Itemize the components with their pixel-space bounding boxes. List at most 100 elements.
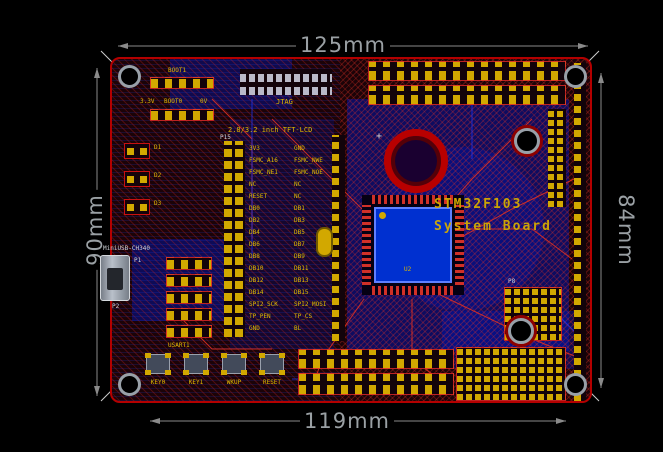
mounting-hole-bottom-left bbox=[118, 373, 141, 396]
wkup-label: WKUP bbox=[226, 379, 242, 386]
pin-label: NC bbox=[294, 193, 302, 200]
pin-label: SPI2_MOSI bbox=[294, 301, 327, 308]
board-title-line2: System Board bbox=[434, 219, 552, 234]
pin-label: TP_PEN bbox=[249, 313, 271, 320]
refdes-d1: D1 bbox=[154, 144, 162, 151]
header-pads-top-right-2 bbox=[368, 85, 566, 105]
jumper-pads-4 bbox=[166, 308, 212, 321]
pin-label: DB10 bbox=[249, 265, 264, 272]
boot-33v-label: 3.3V bbox=[140, 98, 155, 105]
pin-label: DB12 bbox=[249, 277, 264, 284]
lcd-connector-pads bbox=[224, 141, 245, 337]
pin-label: DB7 bbox=[294, 241, 305, 248]
header-pads-bottom-right-grid bbox=[456, 347, 566, 401]
lcd-mounting-hole-top bbox=[514, 128, 540, 154]
header-pads-bottom-band-2 bbox=[298, 373, 454, 395]
led-d1 bbox=[124, 143, 150, 159]
backup-battery-footprint bbox=[384, 129, 448, 193]
header-pads-center-column bbox=[332, 135, 345, 341]
boot-0v-label: 0V bbox=[200, 98, 208, 105]
lcd-connector-title: 2.8/3.2 inch TFT-LCD bbox=[228, 126, 313, 134]
mcu-pins-right bbox=[455, 205, 464, 285]
mcu-pins-top bbox=[372, 195, 454, 204]
key0-label: KEY0 bbox=[150, 379, 166, 386]
tact-switch-reset bbox=[259, 353, 285, 375]
header-pads-top-right-1 bbox=[368, 61, 566, 81]
refdes-p2: P2 bbox=[112, 303, 120, 310]
pin-label: TP_CS bbox=[294, 313, 313, 320]
mcu-core bbox=[374, 207, 452, 283]
reset-label: RESET bbox=[262, 379, 282, 386]
jumper-pads-2 bbox=[166, 274, 212, 287]
refdes-p1: P1 bbox=[134, 257, 142, 264]
pin-label: FSMC_NOE bbox=[294, 169, 323, 176]
board-title-line1: STM32F103 bbox=[434, 197, 523, 212]
jumper-pads-1 bbox=[166, 257, 212, 270]
mcu-pins-bottom bbox=[372, 286, 454, 295]
mcu-pins-left bbox=[362, 205, 371, 285]
pin-label: DB5 bbox=[294, 229, 305, 236]
key1-label: KEY1 bbox=[188, 379, 204, 386]
pin-label: DB2 bbox=[249, 217, 260, 224]
pin-label: DB11 bbox=[294, 265, 309, 272]
pin-label: SPI2_SCK bbox=[249, 301, 278, 308]
pin-label: DB1 bbox=[294, 205, 305, 212]
refdes-d3: D3 bbox=[154, 200, 162, 207]
lcd-mounting-hole-bottom bbox=[508, 318, 534, 344]
jumper-pads-3 bbox=[166, 291, 212, 304]
header-pads-far-right-column bbox=[574, 63, 586, 401]
boot1-label: BOOT1 bbox=[168, 67, 187, 74]
pin-label: DB14 bbox=[249, 289, 264, 296]
mounting-hole-top-right bbox=[564, 65, 587, 88]
pin-label: DB15 bbox=[294, 289, 309, 296]
pin-label: DB9 bbox=[294, 253, 305, 260]
boot1-jumper-pads bbox=[150, 77, 214, 89]
pin-label: DB8 bbox=[249, 253, 260, 260]
usb-slot bbox=[107, 268, 123, 290]
refdes-u2: U2 bbox=[404, 266, 412, 273]
mounting-hole-bottom-right bbox=[564, 373, 587, 396]
jumper-pads-5 bbox=[166, 325, 212, 338]
pin-label: DB6 bbox=[249, 241, 260, 248]
pin-label: FSMC_A16 bbox=[249, 157, 278, 164]
pin-label: FSMC_NE1 bbox=[249, 169, 278, 176]
pin-label: FSMC_NWE bbox=[294, 157, 323, 164]
tact-switch-key1 bbox=[183, 353, 209, 375]
dimension-bottom-label: 119mm bbox=[300, 409, 394, 433]
tact-switch-key0 bbox=[145, 353, 171, 375]
tact-switch-wkup bbox=[221, 353, 247, 375]
pin-label: DB13 bbox=[294, 277, 309, 284]
pin-label: GND bbox=[249, 325, 260, 332]
mounting-hole-top-left bbox=[118, 65, 141, 88]
pcb-board: + KEY0 KEY1 WKUP RESET 2.8/3.2 inch TFT-… bbox=[110, 57, 592, 403]
pin-label: 3V3 bbox=[249, 145, 260, 152]
boot0-jumper-pads bbox=[150, 109, 214, 121]
refdes-p15: P15 bbox=[220, 134, 231, 141]
refdes-d2: D2 bbox=[154, 172, 162, 179]
pin-label: RESET bbox=[249, 193, 268, 200]
refdes-p8: P8 bbox=[508, 278, 516, 285]
pin-label: NC bbox=[249, 181, 257, 188]
pin-label: NC bbox=[294, 181, 302, 188]
dimension-top-label: 125mm bbox=[296, 33, 390, 57]
pin-label: DB0 bbox=[249, 205, 260, 212]
jtag-label: JTAG bbox=[276, 98, 293, 106]
pin-label: GND bbox=[294, 145, 305, 152]
usb-label: MiniUSB-CH340 bbox=[103, 245, 150, 252]
dimension-right-label: 84mm bbox=[613, 190, 638, 270]
pin-label: DB4 bbox=[249, 229, 260, 236]
led-d2 bbox=[124, 171, 150, 187]
usb-connector bbox=[100, 255, 130, 301]
crystal-oscillator bbox=[316, 227, 333, 257]
header-pads-bottom-band-1 bbox=[298, 349, 454, 369]
mcu-pin1-dot bbox=[379, 212, 386, 219]
jtag-header-pads bbox=[240, 69, 332, 95]
header-pads-right-edge bbox=[548, 109, 566, 207]
led-d3 bbox=[124, 199, 150, 215]
boot0-label: BOOT0 bbox=[164, 98, 183, 105]
pin-label: DB3 bbox=[294, 217, 305, 224]
